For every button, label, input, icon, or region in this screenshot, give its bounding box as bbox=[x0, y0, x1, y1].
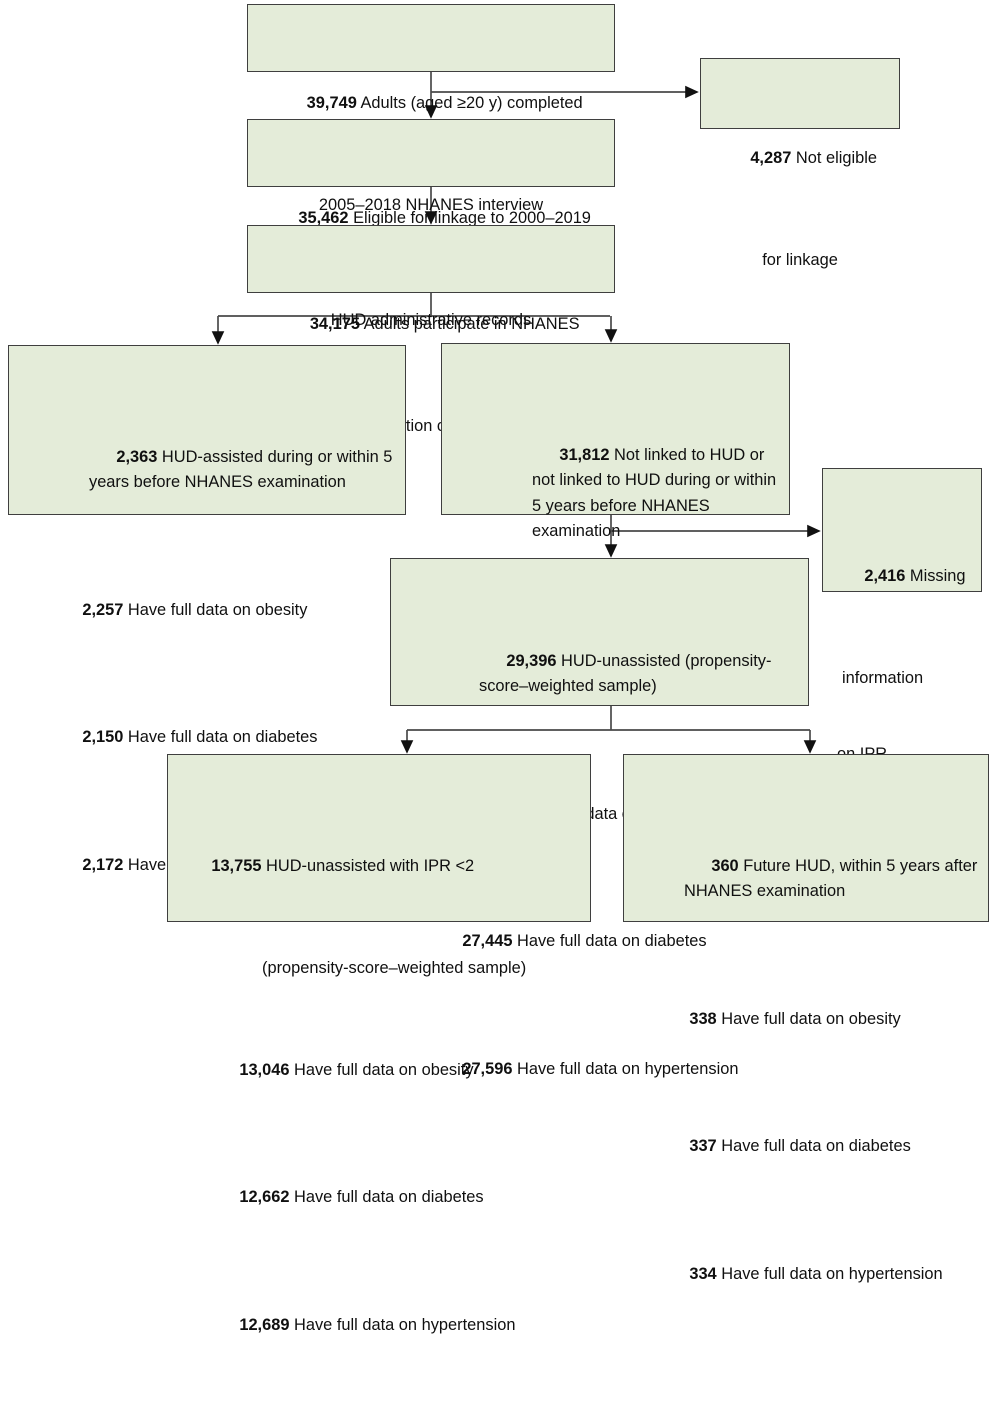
count-label: Not linked to HUD or not linked to HUD d… bbox=[532, 445, 781, 541]
box-nhanes-examination: 34,175 Adults participate in NHANES exam… bbox=[247, 225, 615, 435]
count-label: Have full data on obesity bbox=[289, 1060, 474, 1079]
count-value: 2,257 bbox=[82, 600, 124, 619]
box-line: 31,812 Not linked to HUD or not linked t… bbox=[460, 417, 777, 570]
box-not-linked-to-hud: 31,812 Not linked to HUD or not linked t… bbox=[441, 343, 790, 540]
box-subline: 337 Have full data on diabetes bbox=[640, 1109, 978, 1186]
box-subline: 13,046 Have full data on obesity bbox=[184, 1032, 580, 1109]
box-line-2: (propensity-score–weighted sample) bbox=[262, 958, 527, 977]
box-subline: 12,689 Have full data on hypertension bbox=[184, 1287, 580, 1364]
count-value: 2,416 bbox=[864, 566, 906, 585]
box-line: 4,287 Not eligible bbox=[715, 120, 885, 197]
box-line: 29,396 HUD-unassisted (propensity-score–… bbox=[407, 623, 798, 725]
count-label: Future HUD, within 5 years after NHANES … bbox=[684, 856, 982, 901]
count-value: 13,046 bbox=[239, 1060, 290, 1079]
count-value: 12,689 bbox=[239, 1315, 290, 1334]
count-label: Adults participate in NHANES bbox=[359, 314, 580, 333]
box-hud-unassisted: 29,396 HUD-unassisted (propensity-score–… bbox=[390, 558, 809, 1078]
count-label: HUD-unassisted (propensity-score–weighte… bbox=[479, 651, 772, 696]
box-line-2: information bbox=[842, 668, 924, 687]
count-value: 29,396 bbox=[506, 651, 557, 670]
box-nhanes-interview: 39,749 Adults (aged ≥20 y) completed 200… bbox=[247, 4, 615, 214]
box-line: 360 Future HUD, within 5 years after NHA… bbox=[640, 828, 978, 930]
count-value: 2,172 bbox=[82, 855, 124, 874]
count-label: Not eligible bbox=[791, 148, 877, 167]
box-subline: 2,257 Have full data on obesity bbox=[27, 572, 393, 649]
count-value: 31,812 bbox=[559, 445, 610, 464]
count-value: 35,462 bbox=[298, 208, 349, 227]
count-value: 337 bbox=[689, 1137, 717, 1155]
count-value: 27,445 bbox=[462, 932, 513, 950]
box-line: 39,749 Adults (aged ≥20 y) completed bbox=[262, 65, 600, 142]
box-line: 2,416 Missing bbox=[837, 538, 971, 615]
box-not-eligible-for-linkage: 4,287 Not eligible for linkage bbox=[700, 58, 900, 269]
box-line: 2,363 HUD-assisted during or within 5 ye… bbox=[27, 419, 393, 521]
box-line: 34,175 Adults participate in NHANES bbox=[262, 286, 600, 363]
count-label: Have full data on diabetes bbox=[512, 932, 707, 950]
box-future-hud: 360 Future HUD, within 5 years after NHA… bbox=[623, 754, 989, 1283]
count-label: Adults (aged ≥20 y) completed bbox=[356, 93, 583, 112]
box-line: 35,462 Eligible for linkage to 2000–2019 bbox=[262, 180, 600, 257]
count-label: Have full data on diabetes bbox=[716, 1137, 911, 1155]
count-value: 2,363 bbox=[116, 447, 158, 466]
box-line-2: HUD administrative records bbox=[330, 310, 532, 329]
box-line: 13,755 HUD-unassisted with IPR <2 bbox=[184, 828, 580, 905]
count-value: 4,287 bbox=[750, 148, 792, 167]
count-label: Have full data on diabetes bbox=[123, 728, 318, 746]
box-subline: 334 Have full data on hypertension bbox=[640, 1236, 978, 1313]
count-value: 360 bbox=[711, 856, 739, 875]
count-label: Have full data on obesity bbox=[123, 600, 308, 619]
box-missing-information-on-ipr: 2,416 Missing information on IPR bbox=[822, 468, 982, 763]
box-line-2: for linkage bbox=[762, 250, 838, 269]
box-subline: 338 Have full data on obesity bbox=[640, 981, 978, 1058]
box-line-2: 2005–2018 NHANES interview bbox=[318, 195, 544, 214]
count-value: 34,175 bbox=[309, 314, 360, 333]
flowchart-canvas: 39,749 Adults (aged ≥20 y) completed 200… bbox=[8, 4, 989, 1334]
box-eligible-for-linkage: 35,462 Eligible for linkage to 2000–2019… bbox=[247, 119, 615, 329]
box-subline: 12,662 Have full data on diabetes bbox=[184, 1160, 580, 1237]
count-label: HUD-assisted during or within 5 years be… bbox=[89, 447, 397, 492]
box-hud-unassisted-ipr-under-2: 13,755 HUD-unassisted with IPR <2 (prope… bbox=[167, 754, 591, 1334]
count-label: Eligible for linkage to 2000–2019 bbox=[348, 208, 591, 227]
count-label: Have full data on hypertension bbox=[289, 1315, 516, 1334]
box-hud-assisted: 2,363 HUD-assisted during or within 5 ye… bbox=[8, 345, 406, 874]
count-label: Missing bbox=[905, 566, 966, 585]
count-value: 12,662 bbox=[239, 1188, 290, 1206]
count-value: 338 bbox=[689, 1009, 717, 1028]
count-value: 39,749 bbox=[306, 93, 357, 112]
count-label: Have full data on hypertension bbox=[716, 1264, 943, 1283]
count-label: Have full data on obesity bbox=[716, 1009, 901, 1028]
box-subline: 2,150 Have full data on diabetes bbox=[27, 700, 393, 777]
count-value: 2,150 bbox=[82, 728, 124, 746]
count-value: 334 bbox=[689, 1264, 717, 1283]
count-label: Have full data on diabetes bbox=[289, 1188, 484, 1206]
count-label: HUD-unassisted with IPR <2 bbox=[261, 856, 475, 875]
count-value: 13,755 bbox=[211, 856, 262, 875]
